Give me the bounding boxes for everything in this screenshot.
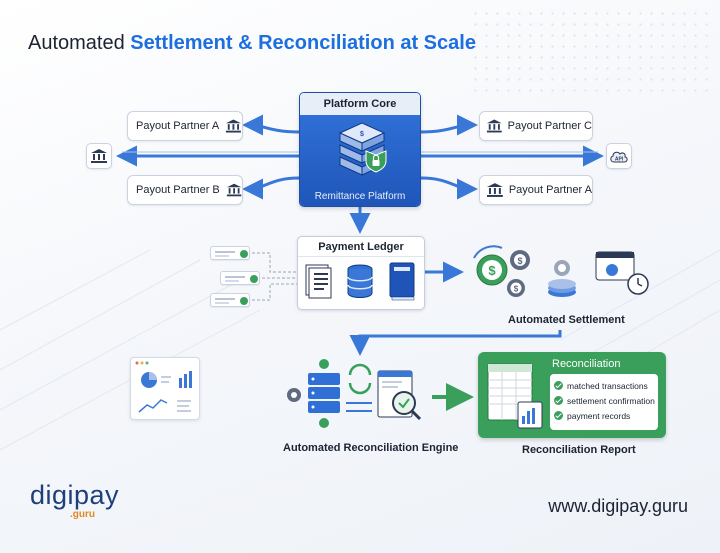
coin-stack-icon xyxy=(548,260,576,297)
check-icon xyxy=(554,411,563,420)
list-item-label: payment records xyxy=(567,410,631,421)
title-highlight: Settlement & Reconciliation at Scale xyxy=(130,32,476,54)
dot-grid-decoration xyxy=(470,8,710,98)
logo-sub-text: .guru xyxy=(70,509,95,520)
gears-dollar-icon: $ $ $ xyxy=(473,245,530,297)
payment-ledger-heading: Payment Ledger xyxy=(298,237,424,257)
arrow-to-partner-a xyxy=(242,114,300,136)
automated-settlement-illustration: $ $ $ xyxy=(473,245,649,297)
digipay-logo: digipay .guru xyxy=(30,480,120,520)
magnifier-document-icon xyxy=(377,370,422,421)
sync-arrows-icon xyxy=(346,363,372,412)
dashboard-charts-icon xyxy=(135,361,192,413)
partner-card-top-left: Payout Partner A xyxy=(127,111,243,141)
arrow-settlement-to-engine xyxy=(349,330,562,356)
api-cloud-icon: API xyxy=(610,151,628,163)
partner-label: Payout Partner A xyxy=(136,120,220,132)
bank-icon xyxy=(91,149,107,163)
platform-core-box: Platform Core $ Remittance Platform xyxy=(299,92,421,207)
ledger-book-icon xyxy=(389,262,415,301)
transaction-card xyxy=(220,271,260,285)
documents-icon xyxy=(305,264,332,299)
svg-text:$: $ xyxy=(514,285,519,294)
logo-main-text: digipay xyxy=(30,480,120,510)
reconciliation-title: Reconciliation xyxy=(552,358,621,370)
transaction-card xyxy=(210,246,250,260)
bank-icon xyxy=(486,183,503,197)
timer-clock-icon xyxy=(595,251,649,295)
api-text: API xyxy=(615,157,624,163)
platform-core-label: Remittance Platform xyxy=(314,191,406,202)
page-title: Automated Settlement & Reconciliation at… xyxy=(28,32,476,55)
website-url: www.digipay.guru xyxy=(548,496,688,516)
list-item: payment records xyxy=(554,408,654,423)
bank-icon xyxy=(226,183,242,197)
transaction-lines xyxy=(215,297,248,305)
reconciliation-list: matched transactions settlement confirma… xyxy=(550,374,658,430)
dollar-symbol: $ xyxy=(360,131,364,138)
bank-icon xyxy=(486,119,502,133)
transaction-lines xyxy=(215,250,248,258)
check-icon xyxy=(554,396,563,405)
svg-text:$: $ xyxy=(517,256,522,266)
report-caption: Reconciliation Report xyxy=(522,444,636,456)
partner-label: Payout Partner A xyxy=(508,184,592,196)
partner-card-bottom-left: Payout Partner B xyxy=(127,175,243,205)
title-prefix: Automated xyxy=(28,32,131,54)
platform-core-body: $ Remittance Platform xyxy=(300,115,420,206)
platform-core-heading: Platform Core xyxy=(300,93,420,115)
ledger-icons xyxy=(305,262,415,301)
partner-card-top-right: Payout Partner C xyxy=(479,111,593,141)
server-rack-icon xyxy=(308,359,340,428)
partner-card-bottom-right: Payout Partner A xyxy=(479,175,593,205)
gear-icon xyxy=(287,388,301,402)
arrow-to-partner-a-right xyxy=(420,176,478,200)
svg-text:$: $ xyxy=(488,263,496,278)
list-item-label: matched transactions xyxy=(567,380,648,391)
database-icon xyxy=(347,264,373,298)
bank-icon xyxy=(226,119,242,133)
check-icon xyxy=(554,381,563,390)
list-item: matched transactions xyxy=(554,378,654,393)
arrow-to-partner-b xyxy=(242,176,300,200)
server-stack-icon: $ xyxy=(338,122,387,176)
spreadsheet-icon xyxy=(487,363,543,429)
reconciliation-report-box: Reconciliation matched transactions sett… xyxy=(478,352,666,438)
dashboard-thumbnail xyxy=(130,357,200,420)
transaction-card xyxy=(210,293,250,307)
reconciliation-engine-illustration xyxy=(287,359,422,428)
partner-label: Payout Partner B xyxy=(136,184,220,196)
transaction-lines xyxy=(225,275,258,283)
settlement-caption: Automated Settlement xyxy=(508,314,625,326)
payment-ledger-box: Payment Ledger xyxy=(297,236,425,310)
api-node: API xyxy=(606,143,632,169)
partner-label: Payout Partner C xyxy=(507,120,592,132)
engine-caption: Automated Reconciliation Engine xyxy=(283,442,459,454)
arrow-to-partner-c xyxy=(420,114,478,136)
bank-node-left xyxy=(86,143,112,169)
list-item: settlement confirmation xyxy=(554,393,655,408)
list-item-label: settlement confirmation xyxy=(567,395,655,406)
